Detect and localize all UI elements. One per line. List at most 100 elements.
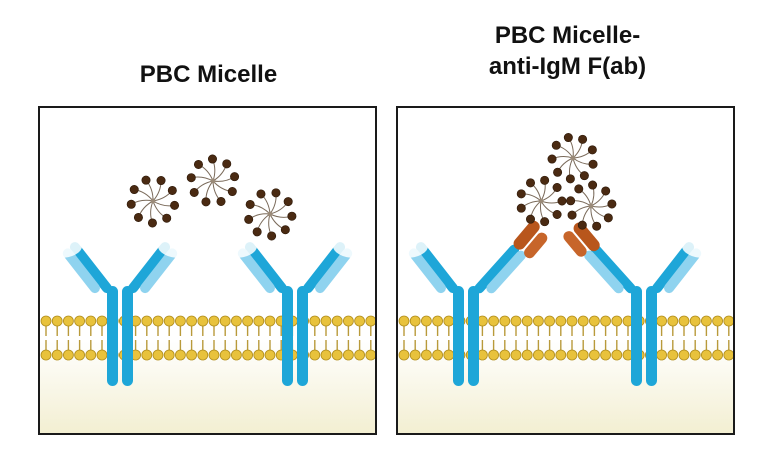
lipid-head: [712, 349, 724, 361]
antibody-arm: [69, 242, 112, 294]
lipid-head: [85, 315, 97, 327]
panel-left-illustration: [40, 154, 375, 433]
lipid-head: [74, 349, 85, 361]
micelle-bead: [133, 212, 143, 222]
lipid-head: [566, 349, 578, 361]
arm-highlight: [213, 234, 257, 258]
micelle-bead: [283, 197, 293, 207]
lipid-head: [577, 349, 589, 361]
bcr-antibody-left: [398, 234, 526, 386]
micelle-bead: [601, 186, 611, 196]
anti-igm-fab: [513, 220, 548, 259]
lipid-head: [700, 315, 712, 327]
micelle-bead: [603, 213, 613, 223]
bcr-antibody-left: [40, 234, 202, 386]
antibody-arm: [415, 242, 458, 294]
lipid-head: [219, 349, 231, 361]
lipid-head: [230, 349, 242, 361]
lipid-head: [74, 315, 85, 327]
lipid-head: [62, 315, 74, 327]
lipid-head: [309, 349, 321, 361]
lipid-head: [40, 315, 52, 327]
antibody-arm: [590, 244, 636, 294]
lipid-head: [723, 315, 733, 327]
micelle: [566, 180, 617, 231]
lipid-head: [152, 349, 164, 361]
micelle-bead: [252, 227, 262, 237]
micelle-bead: [147, 218, 157, 228]
lipid-head: [667, 349, 679, 361]
micelle-bead: [516, 189, 526, 199]
lipid-head: [331, 315, 343, 327]
lipid-head: [588, 315, 600, 327]
heavy-chain: [453, 286, 464, 386]
lipid-head: [186, 349, 198, 361]
lipid-head: [320, 349, 332, 361]
micelle-bead: [547, 154, 557, 164]
micelle-bead: [267, 231, 277, 241]
micelle-bead: [552, 209, 562, 219]
micelle-bead: [189, 187, 199, 197]
micelle-bead: [141, 175, 151, 185]
arm-highlight: [333, 234, 375, 258]
lipid-head: [40, 349, 52, 361]
lipid-head: [197, 349, 209, 361]
micelle-bead: [566, 196, 576, 206]
micelle-bead: [552, 183, 562, 193]
lipid-head: [253, 349, 265, 361]
micelle-bead: [287, 211, 297, 221]
lipid-head: [186, 315, 198, 327]
micelle-bead: [216, 196, 226, 206]
lipid-head: [208, 315, 220, 327]
lipid-head: [611, 349, 623, 361]
micelle-bead: [592, 221, 602, 231]
lipid-head: [409, 349, 421, 361]
lipid-head: [532, 349, 544, 361]
lipid-head: [342, 315, 354, 327]
lipid-head: [678, 315, 690, 327]
lipid-head: [544, 349, 556, 361]
lipid-head: [656, 349, 668, 361]
heavy-chain: [646, 286, 657, 386]
lipid-head: [219, 315, 231, 327]
lipid-head: [85, 349, 97, 361]
micelle-bead: [193, 159, 203, 169]
antibody-arm: [62, 248, 100, 294]
lipid-head: [141, 349, 153, 361]
bcr-antibody-right: [584, 234, 726, 386]
micelle-bead: [167, 185, 177, 195]
lipid-head: [700, 349, 712, 361]
lipid-head: [331, 349, 343, 361]
micelle: [516, 175, 567, 227]
micelle-cluster: [126, 154, 297, 241]
lipid-head: [253, 315, 265, 327]
micelle-bead: [579, 171, 589, 181]
micelle-bead: [540, 217, 550, 227]
lipid-head: [432, 349, 443, 361]
lipid-head: [510, 315, 522, 327]
arm-highlight: [158, 234, 202, 258]
antibody-arm: [408, 248, 446, 294]
micelle-bead: [245, 199, 255, 209]
lipid-head: [555, 349, 567, 361]
micelle-bead: [577, 220, 587, 230]
micelle-bead: [280, 225, 290, 235]
micelle-bead: [207, 154, 217, 164]
micelle-bead: [526, 214, 536, 224]
micelle-bead: [170, 200, 180, 210]
heavy-chain: [468, 286, 479, 386]
micelle-bead: [271, 188, 281, 198]
lipid-head: [342, 349, 354, 361]
lipid-head: [689, 315, 701, 327]
heavy-chain: [297, 286, 308, 386]
lipid-head: [242, 349, 254, 361]
micelle-bead: [186, 173, 196, 183]
lipid-head: [96, 349, 108, 361]
micelle-bead: [201, 197, 211, 207]
lipid-head: [420, 315, 432, 327]
lipid-head: [420, 349, 432, 361]
micelle-bead: [227, 187, 237, 197]
antibody-arm: [652, 242, 695, 294]
micelle-bead: [244, 214, 254, 224]
fab-conjugates: [513, 220, 600, 259]
